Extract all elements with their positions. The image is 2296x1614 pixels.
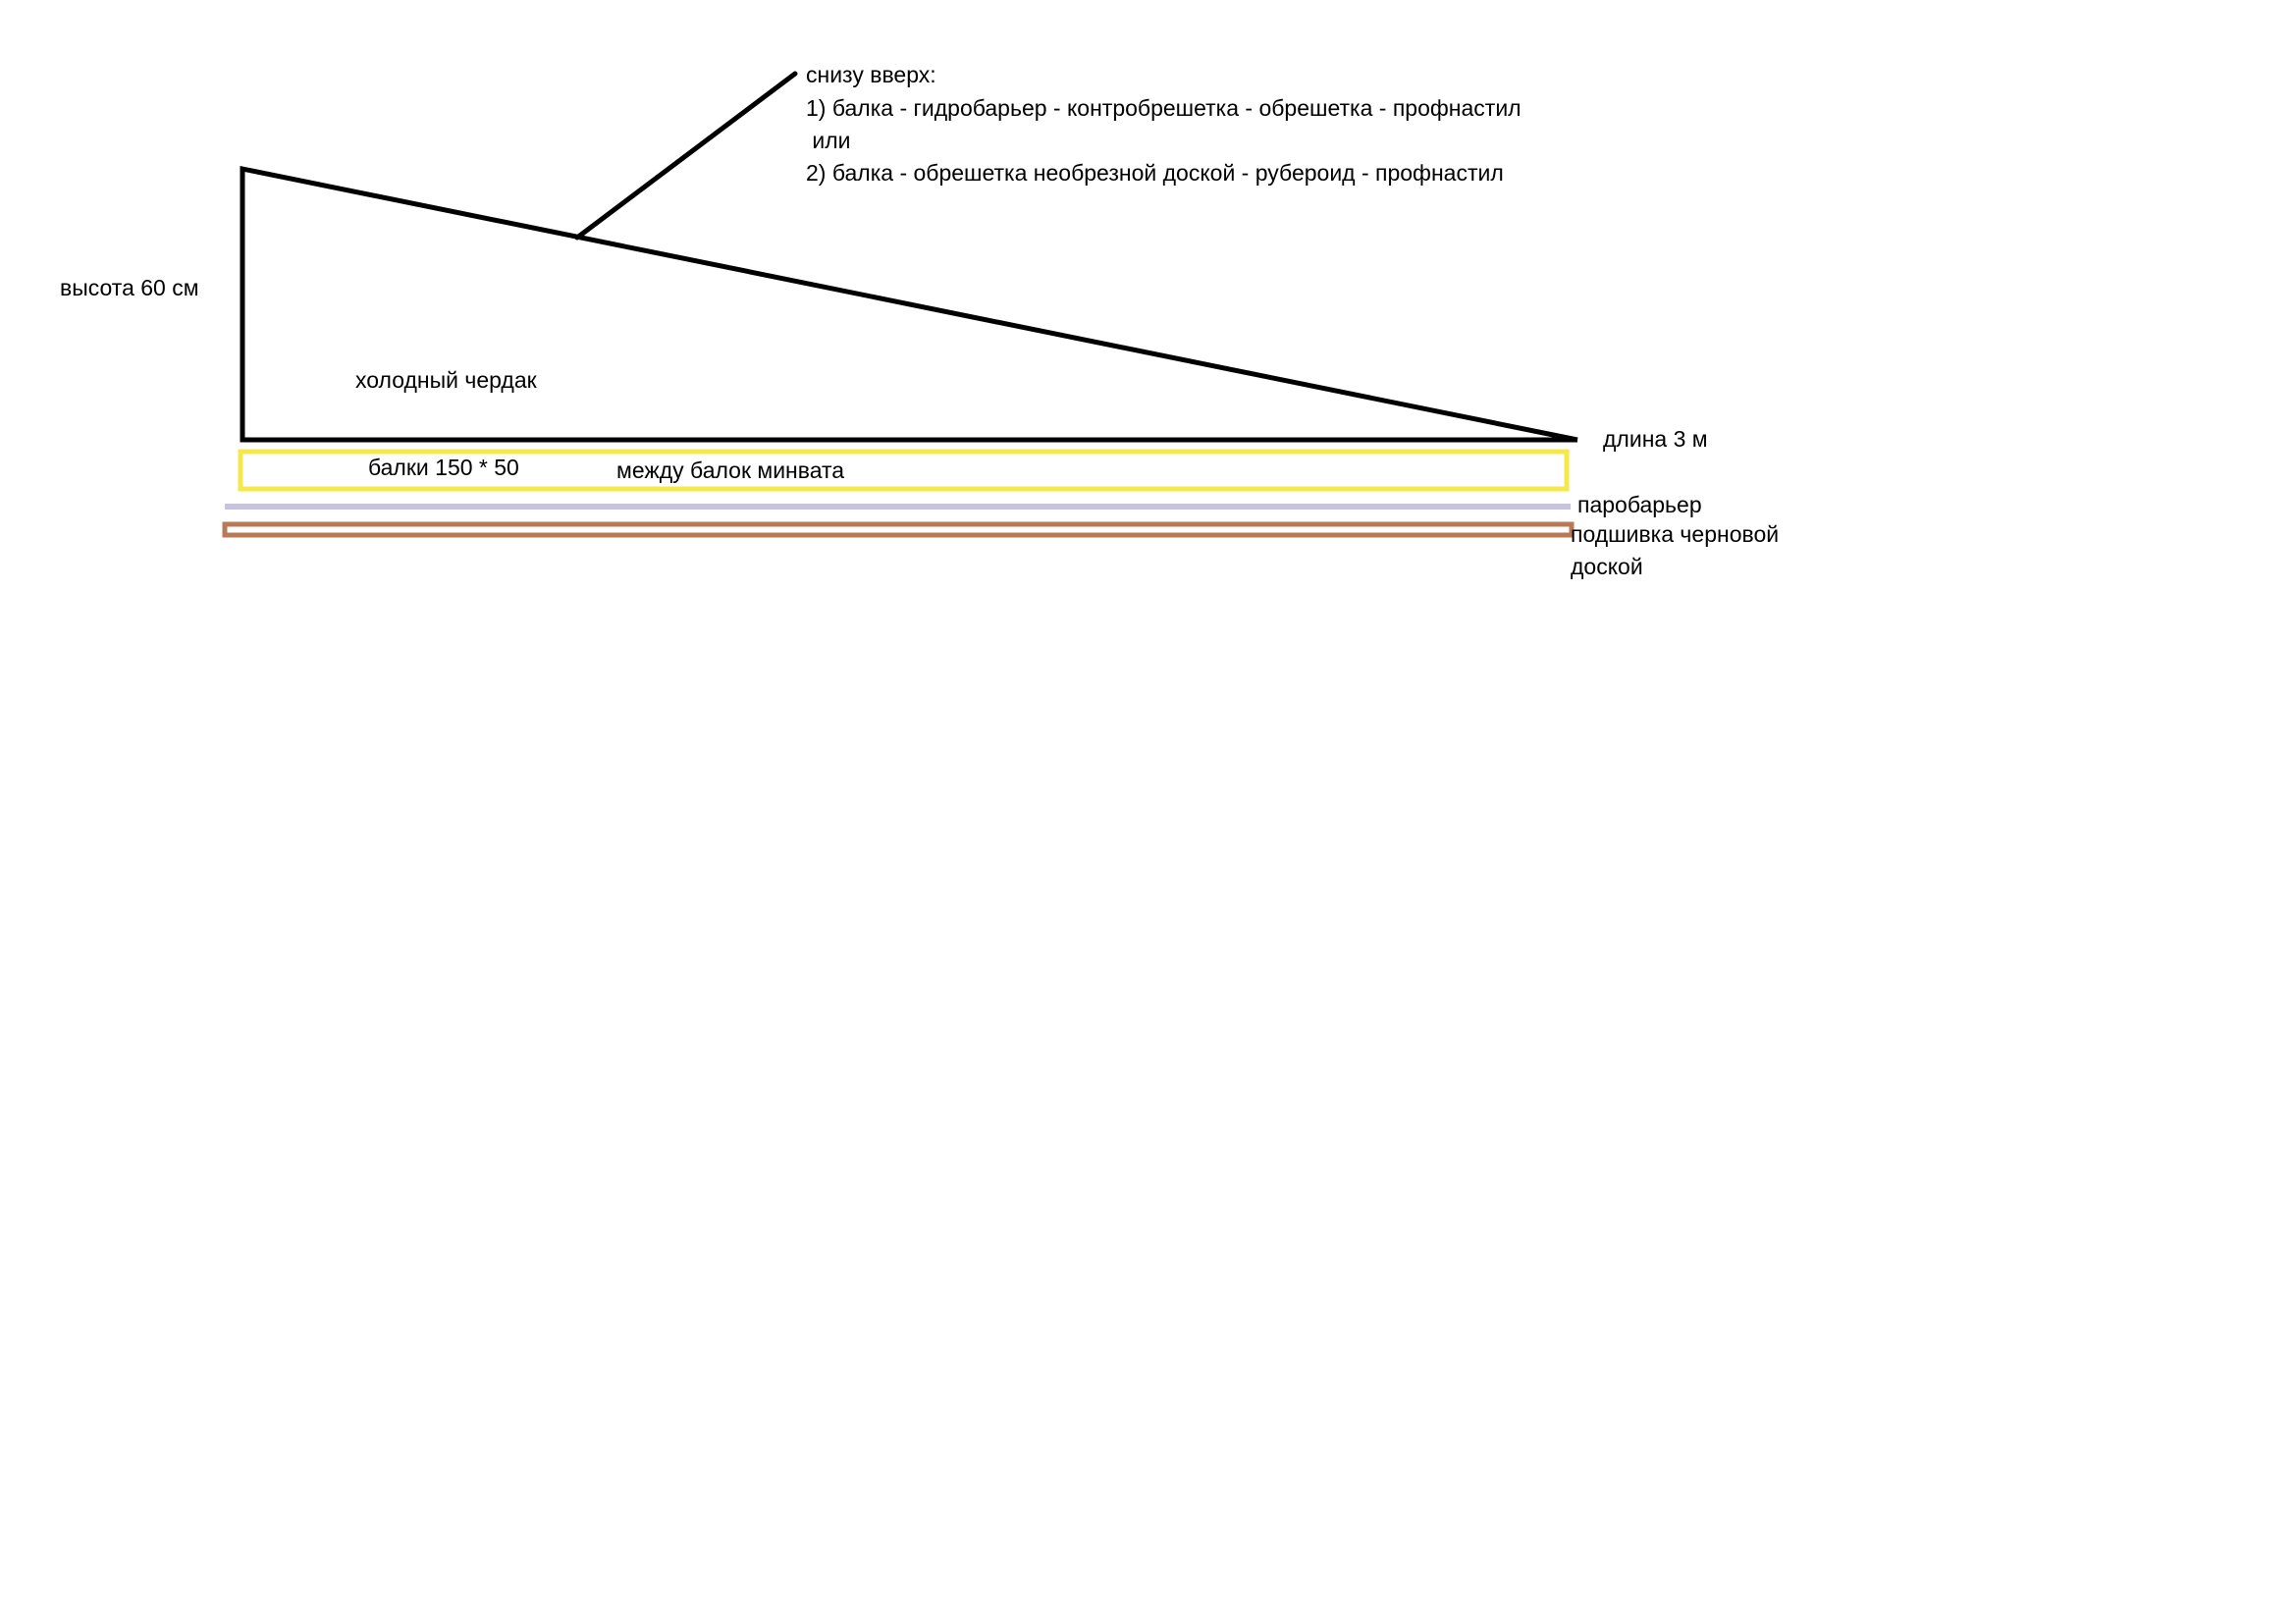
height-label: высота 60 см [60, 275, 199, 300]
roof-note-or: или [806, 128, 851, 153]
ceiling-board-label-line1: подшивка черновой [1571, 521, 1779, 547]
beams-label: балки 150 * 50 [368, 455, 519, 480]
cold-attic-label: холодный чердак [355, 367, 538, 393]
roof-note-leader-line [574, 71, 798, 241]
attic-triangle-outline [240, 165, 1578, 443]
roof-note-heading: снизу вверх: [806, 62, 936, 87]
roof-note-option-1: 1) балка - гидробарьер - контробрешетка … [806, 95, 1522, 121]
ceiling-board-label-line2: доской [1571, 554, 1643, 579]
mineral-wool-label: между балок минвата [616, 457, 844, 483]
roof-note-option-2: 2) балка - обрешетка необрезной доской -… [806, 160, 1504, 186]
length-label: длина 3 м [1603, 426, 1708, 452]
vapor-barrier-label: паробарьер [1577, 492, 1702, 517]
ceiling-board-layer [222, 521, 1575, 538]
insulation-beam-layer [238, 449, 1570, 492]
